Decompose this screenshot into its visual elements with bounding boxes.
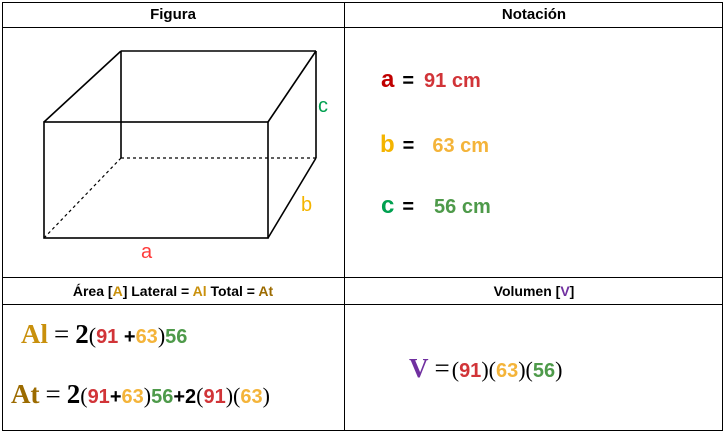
formula-at-open2: ( [196,383,204,408]
formula-at-n5: 63 [240,386,263,408]
formula-al-close: ) [157,323,166,348]
prism-figure: a b c [43,50,328,263]
row-divider-middle [2,277,723,278]
formula-at-plus2: +2 [173,386,197,408]
header-area-mid2: Total = [206,283,259,299]
header-divider-bottom-right [344,304,723,305]
formula-v-open1: ( [451,357,460,382]
label-b: b [301,194,312,216]
formula-v-open3: ( [525,357,533,382]
formula-al-eq: = [54,319,70,349]
prism-front-face [43,121,269,239]
formula-at-n3: 56 [151,386,174,408]
notation-b-eq: = [402,135,415,157]
formula-at-plus: + [109,386,122,408]
header-area-At: At [258,283,274,299]
formula-al-var: Al [21,319,48,349]
prism-edge-top-left [43,50,122,123]
column-divider [344,2,345,431]
formula-at-close2: ) [225,383,234,408]
formula-at-open3: ( [233,383,241,408]
formula-at-open: ( [80,383,88,408]
prism-edge-top-right [267,50,317,123]
notation-b-value: 63 cm [432,135,490,157]
prism-edge-bottom-right [267,157,317,239]
formula-at-close: ) [143,383,152,408]
prism-hidden-bottom-left [43,157,122,239]
header-area-prefix: Área [ [72,283,113,299]
formula-al-plus: + [118,326,136,348]
formula-al-n2: 63 [135,326,158,348]
header-area-A: A [112,283,123,299]
notation-a-letter: a [381,66,395,93]
notation-c-value: 56 cm [434,196,491,218]
formula-at-two: 2 [66,379,81,409]
header-figura: Figura [150,6,196,23]
header-divider-top [2,27,723,28]
header-area-mid: ] Lateral = [122,283,193,299]
formula-at: At = 2 ( 91 + 63 ) 56 +2 ( 91 ) ( 63 ) [11,379,270,410]
formula-v-close3: ) [555,357,563,382]
notation-b-letter: b [380,131,395,158]
formula-al-n1: 91 [96,326,119,348]
header-area: Área [A] Lateral = Al Total = At [2,283,344,299]
formula-al-n3: 56 [165,326,188,348]
formula-al-open: ( [88,323,97,348]
notation-a-eq: = [402,70,415,92]
notation-c: c = 56 cm [381,192,491,220]
label-a: a [141,241,153,263]
notation-c-eq: = [402,196,415,218]
formula-at-n4: 91 [203,386,226,408]
notation-c-letter: c [381,192,395,219]
notation-b: b = 63 cm [380,131,489,159]
header-notacion: Notación [501,6,567,23]
formula-v-eq: = [434,353,450,383]
formula-al-two: 2 [75,319,89,349]
notation-a: a = 91 cm [381,66,481,94]
formula-at-n1: 91 [87,386,110,408]
formula-v-n2: 63 [495,360,519,382]
formula-v-n3: 56 [532,360,556,382]
formula-v-open2: ( [488,357,496,382]
formula-v-n1: 91 [459,360,482,382]
label-c: c [318,95,328,117]
formula-al: Al = 2 ( 91 + 63 ) 56 [21,319,187,350]
formula-at-var: At [11,379,40,409]
header-divider-bottom-left [2,304,344,305]
header-area-Al: Al [192,283,207,299]
formula-at-eq: = [45,379,61,409]
formula-at-n2: 63 [121,386,144,408]
header-volumen-V: V [560,283,570,299]
formula-v-close2: ) [518,357,526,382]
formula-v: V = ( 91 ) ( 63 ) ( 56 ) [409,353,562,384]
header-volumen-suffix: ] [569,283,575,299]
formula-v-var: V [409,353,429,383]
header-volumen-prefix: Volumen [ [493,283,561,299]
formula-at-close3: ) [262,383,270,408]
header-volumen: Volumen [V] [345,283,723,299]
notation-a-value: 91 cm [424,70,481,92]
formula-v-close1: ) [481,357,489,382]
